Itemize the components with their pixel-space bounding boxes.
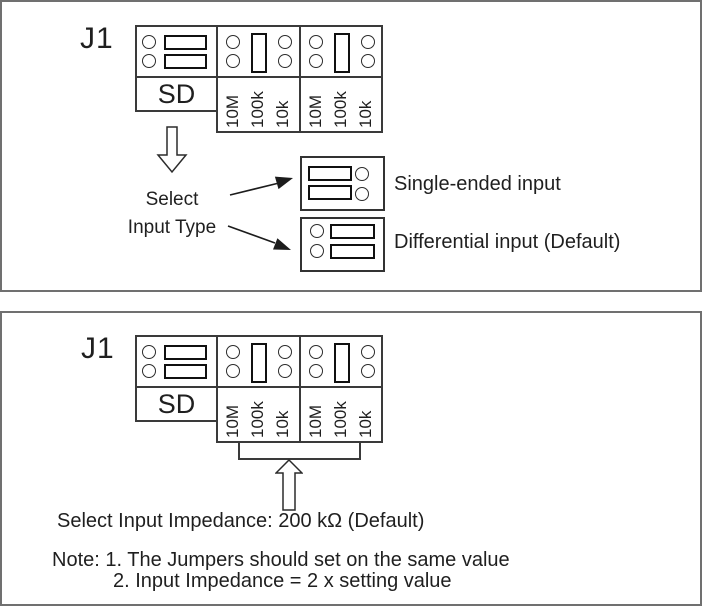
jumper-pad (361, 54, 375, 68)
note-line-1: Note: 1. The Jumpers should set on the s… (52, 549, 510, 571)
jumper-pad (361, 345, 375, 359)
notes: Note: 1. The Jumpers should set on the s… (52, 550, 510, 592)
jumper-group-bracket (238, 443, 361, 460)
jumper-cap-vertical (251, 33, 267, 73)
jumper-pad (309, 35, 323, 49)
right-arrow-icon (229, 176, 293, 196)
jumper-pad (361, 364, 375, 378)
jumper-pad (355, 187, 369, 201)
jumper-pad (226, 345, 240, 359)
up-arrow-icon (275, 459, 303, 511)
option-label-single-ended: Single-ended input (394, 173, 561, 195)
jumper-pad (226, 364, 240, 378)
connector-label: J1 (80, 22, 114, 55)
jumper-pad (142, 54, 156, 68)
impedance-value-label: 10M (306, 94, 325, 128)
jumper-cap-horizontal (330, 224, 375, 239)
right-arrow-icon (227, 225, 291, 250)
jumper-pad (310, 244, 324, 258)
jumper-cap-horizontal (308, 185, 352, 200)
impedance-value-label: 100k (248, 91, 267, 128)
note-line-2: 2. Input Impedance = 2 x setting value (113, 570, 452, 592)
sd-label-cell: SD (135, 386, 218, 422)
jumper-pad (309, 54, 323, 68)
jumper-pad (309, 364, 323, 378)
jumper-pad (142, 35, 156, 49)
cell-divider (216, 25, 218, 78)
cell-divider (299, 386, 301, 443)
jumper-pad (310, 224, 324, 238)
impedance-caption: Select Input Impedance: 200 kΩ (Default) (57, 510, 425, 532)
callout-line-2: Input Type (127, 217, 217, 238)
jumper-cap-horizontal (330, 244, 375, 259)
jumper-pad (142, 364, 156, 378)
impedance-value-label: 100k (248, 401, 267, 438)
jumper-pad (226, 35, 240, 49)
pointer-arrows (227, 176, 293, 250)
cell-divider (299, 25, 301, 78)
impedance-value-label: 10k (356, 410, 375, 438)
option-label-differential: Differential input (Default) (394, 231, 621, 253)
jumper-pad (361, 35, 375, 49)
jumper-cap-vertical (251, 343, 267, 383)
cell-divider (299, 335, 301, 388)
jumper-pad (278, 364, 292, 378)
down-arrow-icon (156, 126, 188, 174)
jumper-cap-horizontal (164, 345, 207, 360)
single-ended-jumper-diagram (300, 156, 385, 211)
jumper-cap-horizontal (164, 35, 207, 50)
jumper-cap-horizontal (308, 166, 352, 181)
jumper-pad (278, 35, 292, 49)
jumper-cap-vertical (334, 33, 350, 73)
jumper-pad (278, 54, 292, 68)
jumper-pad (226, 54, 240, 68)
impedance-value-label: 100k (331, 91, 350, 128)
impedance-value-label: 10k (356, 100, 375, 128)
connector-label: J1 (81, 332, 115, 365)
impedance-value-label: 10k (273, 410, 292, 438)
impedance-value-label: 100k (331, 401, 350, 438)
differential-jumper-diagram (300, 217, 385, 272)
select-input-type-label: Select Input Type (112, 186, 232, 242)
jumper-pad (309, 345, 323, 359)
impedance-value-label: 10k (273, 100, 292, 128)
cell-divider (299, 76, 301, 133)
sd-label-cell: SD (135, 76, 218, 112)
jumper-pad (355, 167, 369, 181)
jumper-pad (278, 345, 292, 359)
jumper-pad (142, 345, 156, 359)
impedance-value-label: 10M (306, 404, 325, 438)
jumper-cap-vertical (334, 343, 350, 383)
jumper-cap-horizontal (164, 54, 207, 69)
sd-label: SD (157, 388, 196, 419)
cell-divider (216, 335, 218, 388)
impedance-value-label: 10M (223, 94, 242, 128)
callout-line-1: Select (145, 189, 199, 210)
sd-label: SD (157, 78, 196, 109)
jumper-cap-horizontal (164, 364, 207, 379)
impedance-value-label: 10M (223, 404, 242, 438)
